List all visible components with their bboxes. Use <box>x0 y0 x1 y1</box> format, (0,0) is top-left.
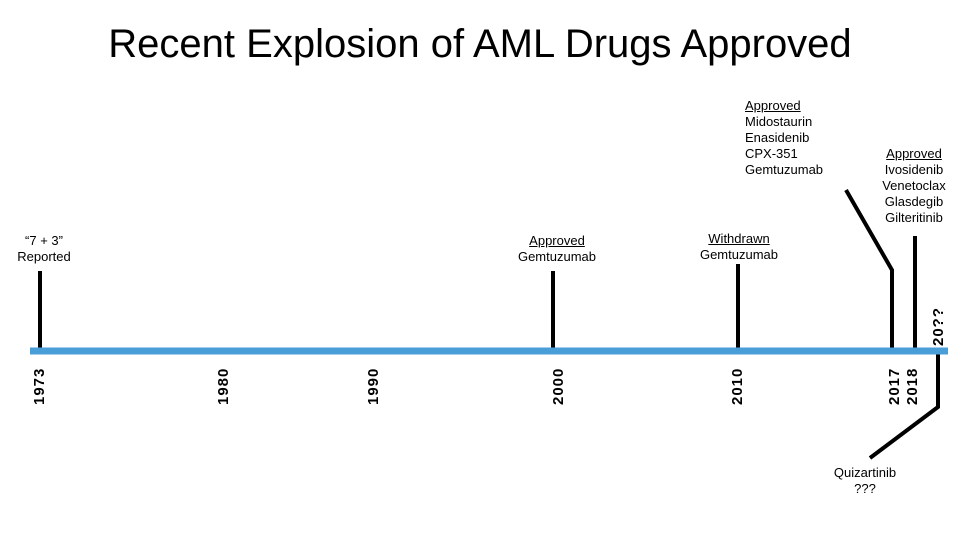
event-7-3-line2: Reported <box>17 249 71 264</box>
event-approved-2018: Approved Ivosidenib Venetoclax Glasdegib… <box>868 146 960 226</box>
page-title: Recent Explosion of AML Drugs Approved <box>108 22 852 66</box>
event-future-status: ??? <box>854 481 876 496</box>
event-approved-2017: Approved Midostaurin Enasidenib CPX-351 … <box>745 98 840 178</box>
event-approved-2000: Approved Gemtuzumab <box>502 233 612 265</box>
event-approved-2017-drug: Enasidenib <box>745 130 810 145</box>
year-label-20xx: 20?? <box>930 306 947 346</box>
connector-2017 <box>844 189 894 351</box>
year-label-1990: 1990 <box>365 367 382 405</box>
event-approved-2018-drug: Venetoclax <box>882 178 946 193</box>
connector-future <box>868 351 940 460</box>
event-7-3-line1: “7 + 3” <box>25 233 63 248</box>
event-approved-2018-header: Approved <box>886 146 942 161</box>
event-approved-2018-drug: Ivosidenib <box>884 162 944 177</box>
event-approved-2018-drug: Gilteritinib <box>885 210 943 225</box>
year-label-2010: 2010 <box>729 367 746 405</box>
year-label-2017: 2017 <box>886 367 903 405</box>
event-approved-2017-drug: Gemtuzumab <box>745 162 824 177</box>
event-withdrawn-2010-header: Withdrawn <box>708 231 770 246</box>
event-approved-2000-header: Approved <box>529 233 585 248</box>
event-approved-2017-drug: CPX-351 <box>745 146 798 161</box>
event-future: Quizartinib ??? <box>820 465 910 497</box>
year-label-2000: 2000 <box>550 367 567 405</box>
year-label-1980: 1980 <box>215 367 232 405</box>
event-7-3-reported: “7 + 3” Reported <box>4 233 84 265</box>
year-label-1973: 1973 <box>31 367 48 405</box>
year-label-2018: 2018 <box>904 367 921 405</box>
event-approved-2017-header: Approved <box>745 98 801 113</box>
event-withdrawn-2010-drug: Gemtuzumab <box>699 247 779 262</box>
event-approved-2018-drug: Glasdegib <box>884 194 944 209</box>
event-approved-2017-drug: Midostaurin <box>745 114 813 129</box>
event-approved-2000-drug: Gemtuzumab <box>517 249 597 264</box>
event-future-drug: Quizartinib <box>833 465 897 480</box>
event-withdrawn-2010: Withdrawn Gemtuzumab <box>684 231 794 263</box>
